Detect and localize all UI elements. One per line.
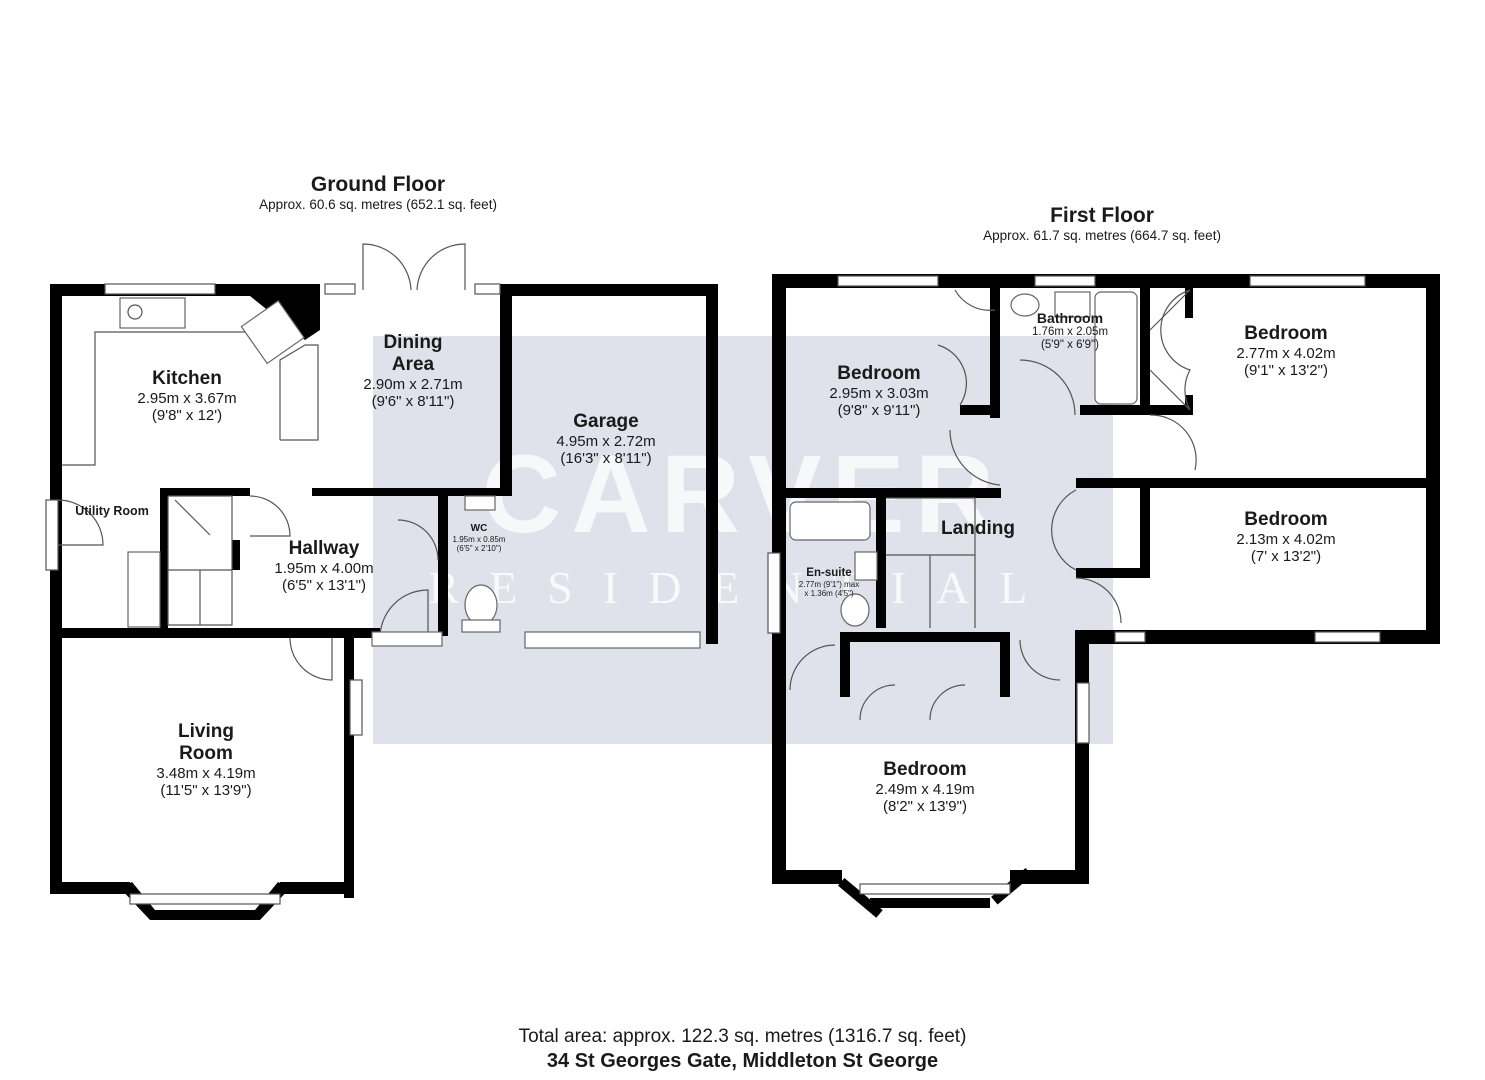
plan-footer: Total area: approx. 122.3 sq. metres (13… xyxy=(0,1026,1485,1073)
room-name: WC xyxy=(470,523,488,534)
room-dimensions-imperial: (9'8" x 9'11") xyxy=(837,402,921,420)
room-dimensions-metric: 2.95m x 3.03m xyxy=(829,384,929,402)
room-dimensions-imperial: (11'5" x 13'9") xyxy=(160,781,252,799)
room-name-line2: Room xyxy=(179,742,233,764)
room-name: Living xyxy=(178,721,234,742)
room-utility: Utility Room xyxy=(75,504,149,518)
watermark-logo-subtext: RESIDENTIAL xyxy=(428,562,1058,613)
room-name: Utility Room xyxy=(75,504,149,518)
room-wc: WC 1.95m x 0.85m (6'5" x 2'10") xyxy=(453,523,506,553)
room-dimensions-metric: 2.77m (9'1") max xyxy=(798,580,860,590)
first-floor-header: First Floor Approx. 61.7 sq. metres (664… xyxy=(983,204,1221,244)
room-dimensions-metric: 4.95m x 2.72m xyxy=(556,432,656,450)
room-name: Dining xyxy=(383,332,443,353)
first-floor-area: Approx. 61.7 sq. metres (664.7 sq. feet) xyxy=(983,228,1221,244)
room-name: Hallway xyxy=(288,538,360,559)
room-name: Bedroom xyxy=(883,759,967,780)
room-kitchen: Kitchen 2.95m x 3.67m (9'8" x 12') xyxy=(137,368,236,424)
room-dimensions-imperial: (8'2" x 13'9") xyxy=(883,798,967,816)
room-bedroom-3: Bedroom 2.77m x 4.02m (9'1" x 13'2") xyxy=(1236,323,1335,379)
room-dimensions-imperial: (9'1" x 13'2") xyxy=(1244,362,1328,380)
room-bedroom-1: Bedroom 2.49m x 4.19m (8'2" x 13'9") xyxy=(875,759,974,815)
room-dimensions-metric: 1.95m x 0.85m xyxy=(452,534,506,544)
room-dimensions-imperial: (5'9" x 6'9") xyxy=(1041,339,1099,352)
room-name: Garage xyxy=(573,411,639,432)
room-dimensions-metric: 2.77m x 4.02m xyxy=(1236,344,1336,362)
room-landing: Landing xyxy=(941,518,1015,540)
room-bedroom-4: Bedroom 2.13m x 4.02m (7' x 13'2") xyxy=(1236,509,1335,565)
room-dining-area: Dining Area 2.90m x 2.71m (9'6" x 8'11") xyxy=(363,332,462,410)
first-floor-fixtures xyxy=(767,275,1381,895)
room-living-room: Living Room 3.48m x 4.19m (11'5" x 13'9"… xyxy=(156,721,255,799)
room-dimensions-imperial: (6'5" x 2'10") xyxy=(456,543,502,553)
ground-floor-title: Ground Floor xyxy=(310,173,446,196)
room-name: Kitchen xyxy=(152,368,222,389)
room-dimensions-metric: 2.13m x 4.02m xyxy=(1236,530,1336,548)
room-name: Bedroom xyxy=(1244,323,1328,344)
room-name-line2: Area xyxy=(391,353,435,375)
total-area: Total area: approx. 122.3 sq. metres (13… xyxy=(518,1026,967,1047)
room-dimensions-imperial: (9'8" x 12') xyxy=(151,407,223,425)
room-name: Bedroom xyxy=(837,363,921,384)
ground-floor-header: Ground Floor Approx. 60.6 sq. metres (65… xyxy=(259,173,497,213)
room-dimensions-metric: 2.49m x 4.19m xyxy=(875,780,975,798)
room-bedroom-2: Bedroom 2.95m x 3.03m (9'8" x 9'11") xyxy=(829,363,928,419)
room-dimensions-metric: 3.48m x 4.19m xyxy=(156,764,256,782)
room-dimensions-metric: 1.95m x 4.00m xyxy=(274,559,374,577)
ground-floor-area: Approx. 60.6 sq. metres (652.1 sq. feet) xyxy=(259,197,497,213)
room-name: Bathroom xyxy=(1036,310,1104,326)
room-name: Bedroom xyxy=(1244,509,1328,530)
room-en-suite: En-suite 2.77m (9'1") max x 1.36m (4'5") xyxy=(799,567,859,599)
first-floor-title: First Floor xyxy=(1050,204,1154,227)
room-dimensions-imperial: x 1.36m (4'5") xyxy=(804,589,854,599)
room-name: En-suite xyxy=(806,567,852,579)
room-dimensions-imperial: (6'5" x 13'1") xyxy=(282,577,366,595)
room-dimensions-metric: 2.95m x 3.67m xyxy=(137,389,237,407)
room-name: Landing xyxy=(941,518,1015,539)
room-dimensions-imperial: (7' x 13'2") xyxy=(1250,548,1322,566)
room-dimensions-metric: 1.76m x 2.05m xyxy=(1031,326,1109,339)
property-address: 34 St Georges Gate, Middleton St George xyxy=(546,1050,939,1072)
room-dimensions-imperial: (16'3" x 8'11") xyxy=(560,450,652,468)
room-bathroom: Bathroom 1.76m x 2.05m (5'9" x 6'9") xyxy=(1032,310,1108,353)
ground-floor-fixtures xyxy=(45,243,701,905)
room-garage: Garage 4.95m x 2.72m (16'3" x 8'11") xyxy=(556,411,655,467)
room-hallway: Hallway 1.95m x 4.00m (6'5" x 13'1") xyxy=(274,538,373,594)
room-dimensions-metric: 2.90m x 2.71m xyxy=(363,375,463,393)
room-dimensions-imperial: (9'6" x 8'11") xyxy=(371,392,455,410)
